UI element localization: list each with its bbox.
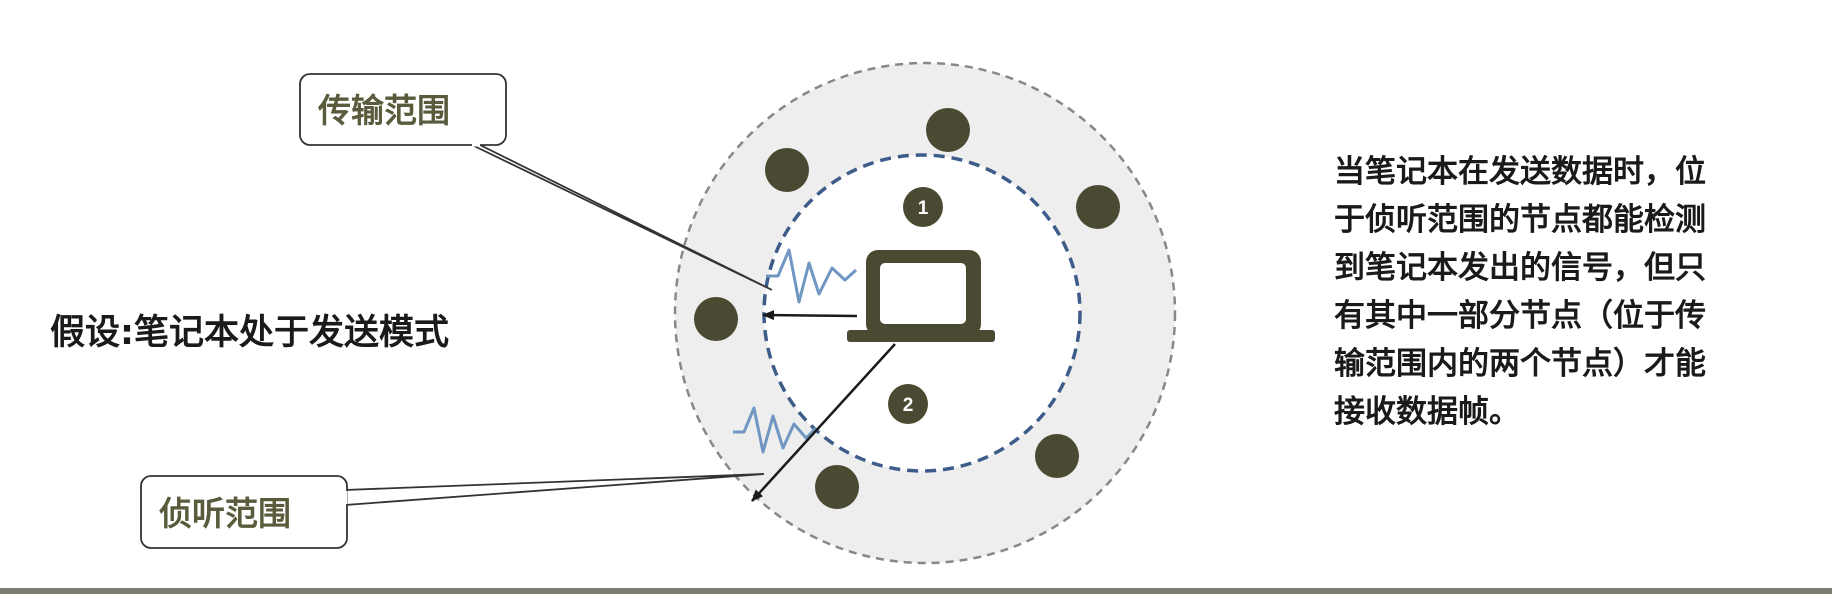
node-marker-2-label: 2 [903, 395, 914, 416]
transmit-range-label: 传输范围 [317, 91, 450, 130]
description-line: 接收数据帧。 [1334, 394, 1520, 430]
node-marker-2 [888, 384, 928, 424]
node-marker-1-label: 1 [918, 198, 929, 219]
node-dot [1076, 185, 1120, 229]
transmit-range-callout: 传输范围 [299, 73, 773, 291]
transmit-arrow [762, 310, 858, 321]
listen-range-label: 侦听范围 [159, 494, 291, 533]
description-line: 有其中一部分节点（位于传 [1334, 298, 1706, 334]
laptop-icon [847, 250, 995, 342]
signal-wave-icon [733, 406, 818, 454]
node-marker-1 [903, 187, 943, 227]
description-block: 当笔记本在发送数据时，位 于侦听范围的节点都能检测 到笔记本发出的信号，但只 有… [1334, 148, 1794, 436]
node-dot [1035, 434, 1079, 478]
bottom-divider [0, 588, 1832, 594]
description-line: 到笔记本发出的信号，但只 [1334, 250, 1706, 286]
assumption-text: 假设:笔记本处于发送模式 [50, 313, 449, 353]
listen-arrow [751, 343, 896, 502]
listen-range-callout: 侦听范围 [140, 473, 765, 549]
description-line: 输范围内的两个节点）才能 [1334, 346, 1706, 382]
node-dot [926, 108, 970, 152]
description-line: 于侦听范围的节点都能检测 [1334, 202, 1706, 238]
node-dot [694, 297, 738, 341]
node-dot [765, 148, 809, 192]
signal-wave-icon [766, 248, 858, 304]
description-line: 当笔记本在发送数据时，位 [1334, 154, 1706, 190]
node-dot [815, 465, 859, 509]
